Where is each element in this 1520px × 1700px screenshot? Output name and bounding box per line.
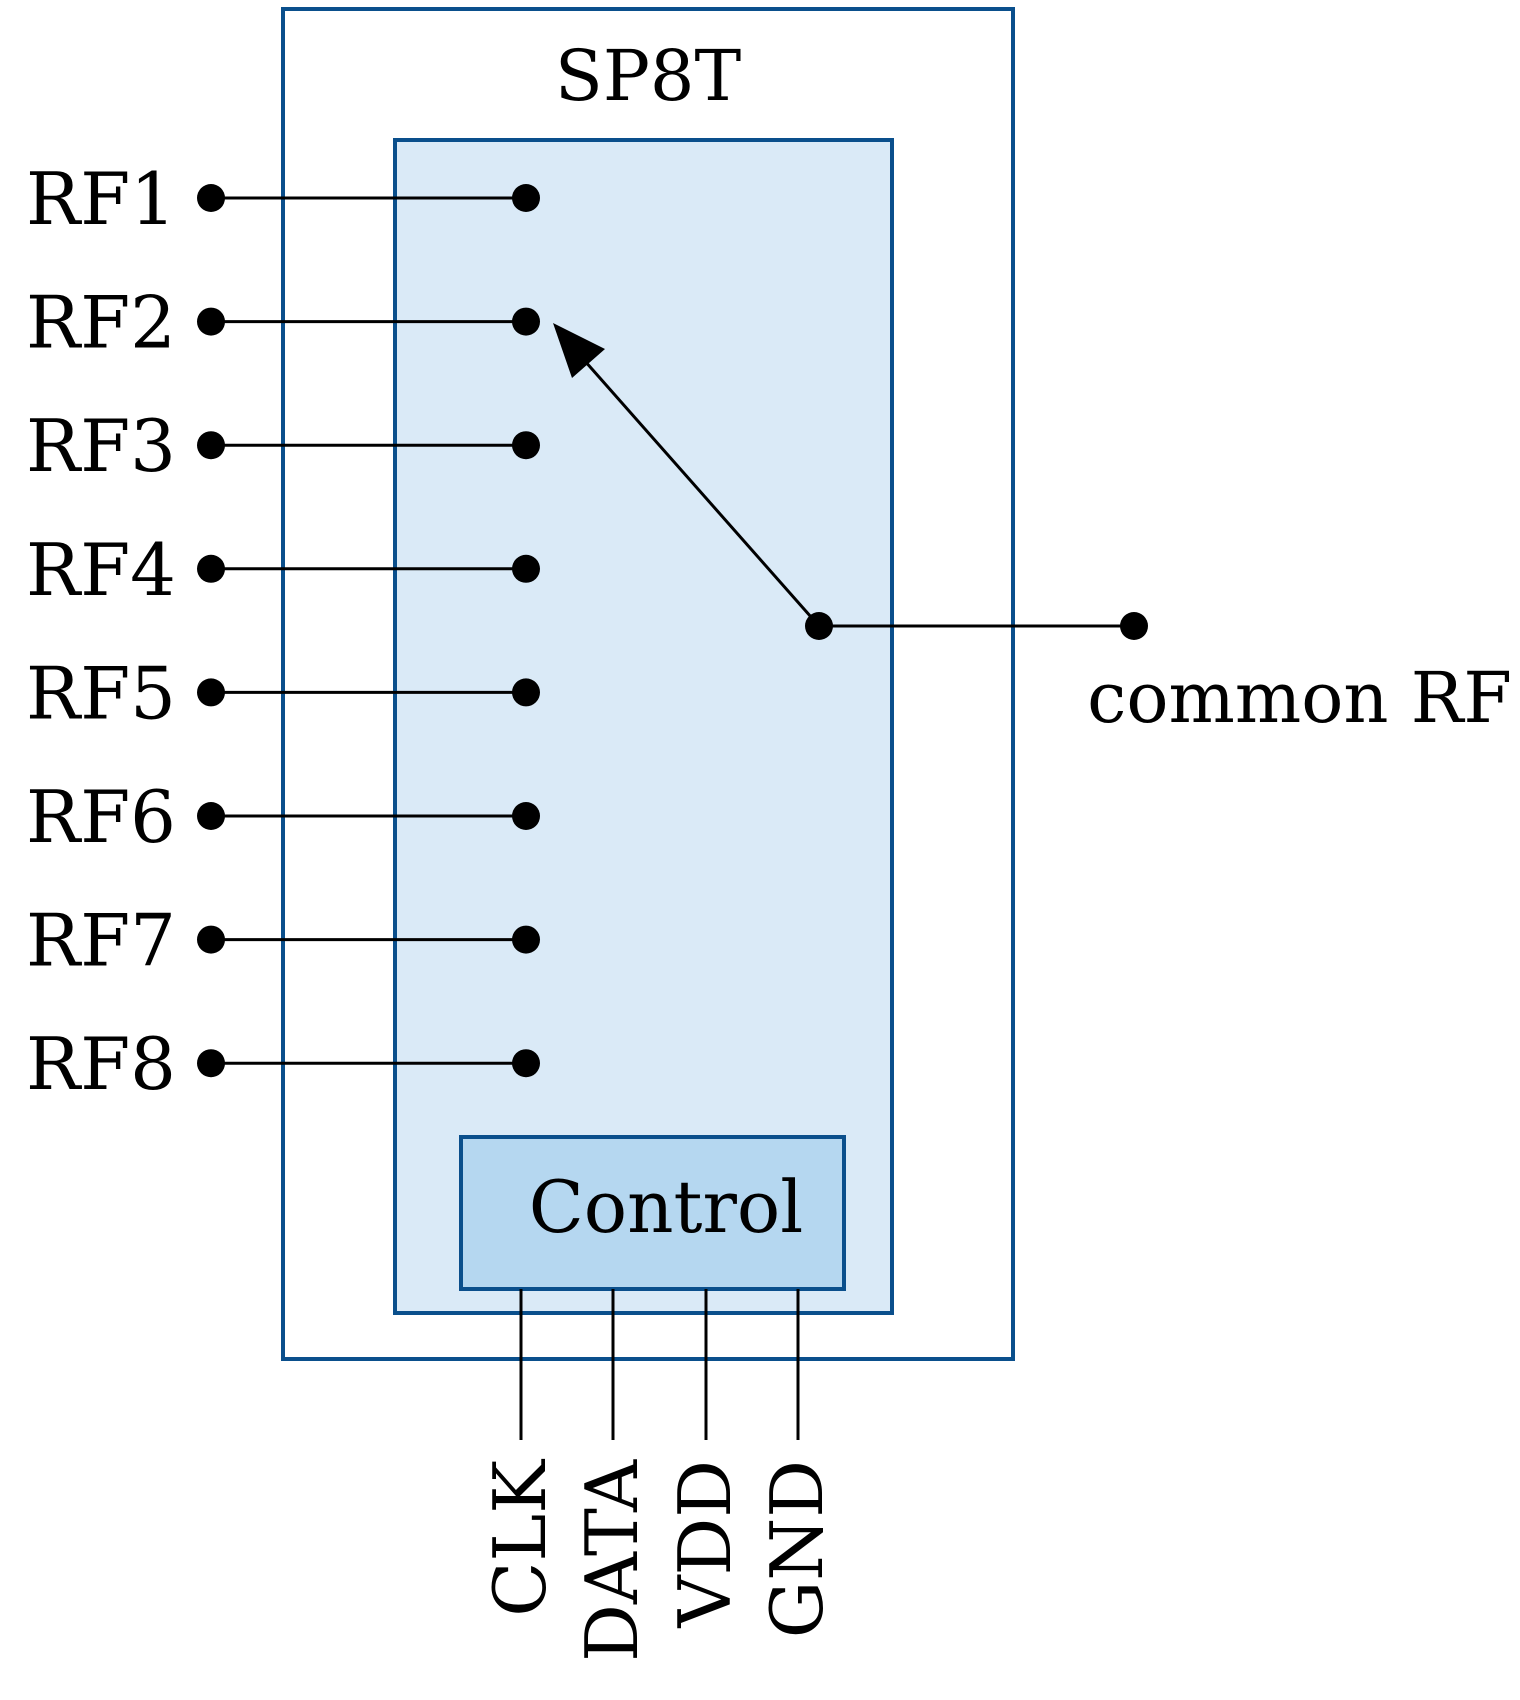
switch-block [393, 138, 894, 1315]
rf-port-label: RF7 [26, 899, 176, 983]
rf-port-switch-contact [512, 925, 540, 954]
rf-port-switch-contact [512, 1049, 540, 1078]
rf-port-switch-contact [512, 307, 540, 336]
rf-port-switch-contact [512, 554, 540, 583]
rf-port-4: RF4 [26, 528, 540, 612]
rf-port-switch-contact [512, 802, 540, 830]
control-pin-label: GND [755, 1460, 839, 1638]
rf-port-2: RF2 [26, 281, 540, 365]
control-pin-label: DATA [570, 1459, 654, 1662]
control-pin-data: DATA [570, 1289, 654, 1662]
rf-port-7: RF7 [26, 899, 540, 983]
package-title: SP8T [555, 35, 741, 117]
control-pin-gnd: GND [755, 1289, 839, 1638]
rf-port-external-terminal [197, 678, 225, 707]
rf-port-external-terminal [197, 1049, 225, 1078]
switch-pivot-terminal [805, 612, 833, 640]
rf-port-external-terminal [197, 554, 225, 583]
rf-port-8: RF8 [26, 1022, 540, 1106]
rf-port-external-terminal [197, 184, 225, 212]
rf-port-switch-contact [512, 678, 540, 707]
rf-port-label: RF2 [26, 281, 176, 365]
rf-port-label: RF5 [26, 651, 176, 735]
rf-port-label: RF8 [26, 1022, 176, 1106]
rf-port-external-terminal [197, 307, 225, 336]
rf-port-label: RF3 [26, 404, 176, 488]
rf-port-label: RF4 [26, 528, 176, 612]
control-pin-clk: CLK [478, 1289, 562, 1617]
rf-port-external-terminal [197, 431, 225, 460]
control-block [459, 1135, 846, 1291]
switch-arrowhead [553, 323, 605, 378]
rf-port-external-terminal [197, 802, 225, 830]
rf-port-6: RF6 [26, 775, 540, 859]
control-label: Control [529, 1165, 804, 1249]
control-pin-vdd: VDD [663, 1289, 747, 1628]
rf-port-3: RF3 [26, 404, 540, 488]
rf-port-switch-contact [512, 431, 540, 460]
rf-port-label: RF6 [26, 775, 176, 859]
rf-port-external-terminal [197, 925, 225, 954]
rf-port-1: RF1 [26, 157, 540, 241]
common-rf-label: common RF [1087, 657, 1512, 739]
common-rf-terminal [1120, 612, 1148, 640]
rf-port-switch-contact [512, 184, 540, 212]
switch-arm [582, 359, 821, 627]
control-pin-label: VDD [663, 1460, 747, 1628]
rf-port-label: RF1 [26, 157, 176, 241]
control-pin-label: CLK [478, 1459, 562, 1617]
rf-port-5: RF5 [26, 651, 540, 735]
